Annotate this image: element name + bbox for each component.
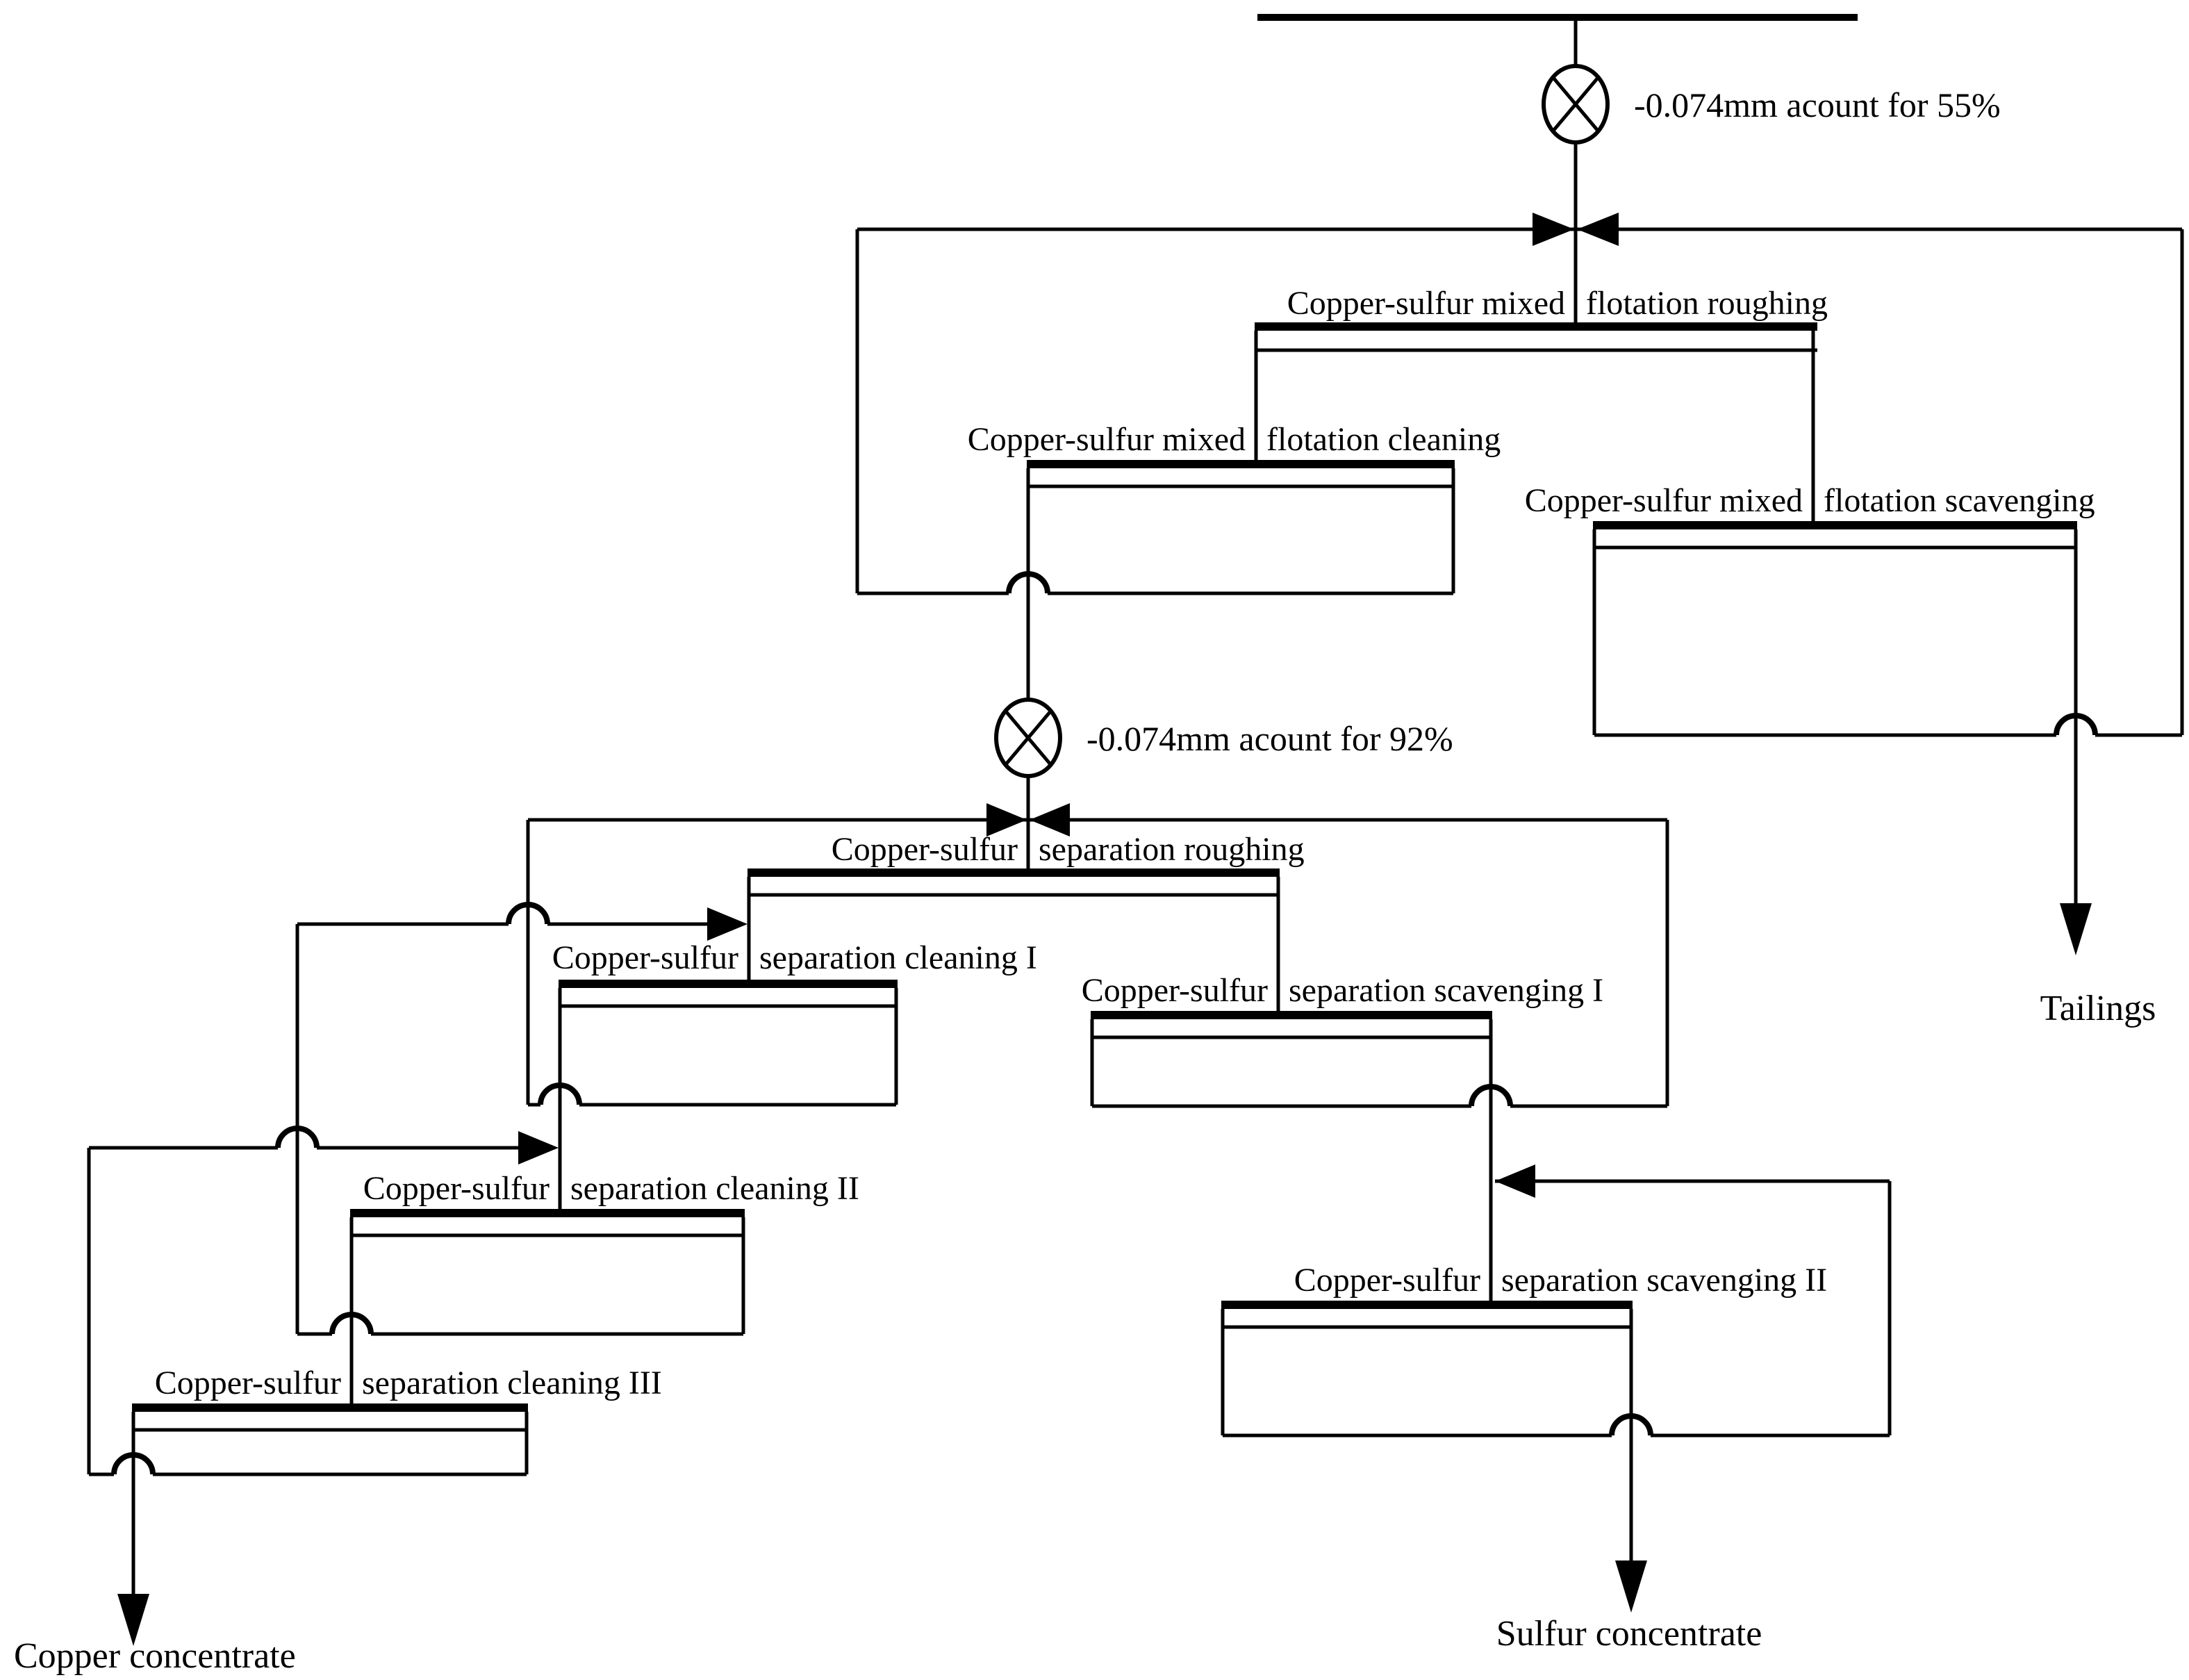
stage-label: Copper-sulfur — [552, 939, 738, 976]
line-hop-icon — [329, 1312, 374, 1335]
stage-mixed-roughing: Copper-sulfur mixed flotation roughing — [1254, 285, 1828, 521]
cell-bar — [1255, 322, 1817, 331]
roughing-feed-junction — [857, 213, 2182, 246]
arrow-down-icon — [1615, 1560, 1647, 1613]
stage-label: Copper-sulfur — [155, 1365, 341, 1401]
line-hop-icon — [1469, 1084, 1513, 1107]
stage-label: flotation roughing — [1586, 285, 1828, 322]
stage-label: Copper-sulfur mixed — [1287, 285, 1565, 322]
line-hop-icon — [538, 1082, 582, 1105]
output-copper-concentrate: Copper concentrate — [14, 1594, 296, 1676]
copper-concentrate-label: Copper concentrate — [14, 1636, 296, 1676]
stage-label: separation cleaning I — [759, 939, 1037, 976]
arrow-right-icon — [1533, 213, 1574, 246]
stage-label: separation scavenging II — [1501, 1262, 1827, 1299]
tailings-label: Tailings — [2040, 989, 2156, 1028]
stage-mixed-scavenging: Copper-sulfur mixed flotation scavenging — [1525, 229, 2184, 909]
feed-top-bar — [1257, 14, 1858, 21]
line-hop-icon — [1006, 571, 1050, 594]
cell-bar — [747, 868, 1280, 877]
cell-bar — [132, 1403, 528, 1412]
arrow-right-icon — [707, 907, 747, 941]
feed-source — [1257, 14, 1858, 67]
arrow-down-icon — [2060, 903, 2092, 955]
primary-grind-label: -0.074mm acount for 55% — [1634, 85, 2001, 124]
regrind-mill: -0.074mm acount for 92% — [994, 698, 1453, 868]
stage-separation-cleaning-3: Copper-sulfur separation cleaning III — [87, 1148, 662, 1598]
mill-x-icon — [1552, 76, 1599, 132]
stage-separation-roughing: Copper-sulfur separation roughing — [747, 831, 1305, 1011]
mill-x-icon — [1005, 710, 1052, 766]
line-hop-icon — [1609, 1413, 1653, 1436]
arrow-right-icon — [986, 803, 1027, 837]
arrow-right-icon — [518, 1131, 559, 1164]
primary-grind-mill: -0.074mm acount for 55% — [1542, 64, 2001, 145]
arrow-left-icon — [1495, 1164, 1535, 1198]
output-tailings: Tailings — [2040, 903, 2156, 1028]
arrow-left-icon — [1030, 803, 1070, 837]
stage-label: flotation scavenging — [1824, 482, 2095, 519]
stage-label: separation scavenging I — [1289, 972, 1603, 1009]
stage-label: Copper-sulfur — [363, 1170, 550, 1207]
cell-bar — [1593, 521, 2077, 529]
cell-bar — [350, 1209, 745, 1217]
cell-bar — [1027, 460, 1455, 468]
cell-bar — [1091, 1011, 1492, 1019]
stage-label: Copper-sulfur — [1082, 972, 1268, 1009]
cell-bar — [559, 980, 898, 988]
regrind-label: -0.074mm acount for 92% — [1087, 719, 1453, 758]
arrow-left-icon — [1577, 213, 1619, 246]
arrow-down-icon — [117, 1594, 149, 1646]
stage-separation-scavenging-1: Copper-sulfur separation scavenging I — [1082, 820, 1669, 1301]
stage-label: Copper-sulfur mixed — [968, 421, 1246, 458]
stage-label: separation roughing — [1039, 831, 1305, 868]
stage-label: Copper-sulfur — [1294, 1262, 1480, 1299]
separation-feed-junction — [528, 803, 1667, 837]
line-hop-icon — [111, 1452, 156, 1475]
output-sulfur-concentrate: Sulfur concentrate — [1496, 1560, 1762, 1654]
line-hop-icon — [2054, 713, 2098, 736]
sulfur-concentrate-label: Sulfur concentrate — [1496, 1614, 1762, 1654]
stage-separation-cleaning-1: Copper-sulfur separation cleaning I — [297, 820, 1037, 1209]
stage-label: flotation cleaning — [1266, 421, 1501, 458]
stage-label: separation cleaning II — [570, 1170, 859, 1207]
stage-label: Copper-sulfur — [832, 831, 1018, 868]
cell-bar — [1221, 1301, 1633, 1309]
stage-label: separation cleaning III — [362, 1365, 662, 1401]
stage-separation-cleaning-2: Copper-sulfur separation cleaning II — [89, 924, 859, 1403]
stage-mixed-cleaning: Copper-sulfur mixed flotation cleaning — [855, 229, 1501, 700]
stage-label: Copper-sulfur mixed — [1525, 482, 1803, 519]
stage-separation-scavenging-2: Copper-sulfur separation scavenging II — [1221, 1164, 1892, 1565]
